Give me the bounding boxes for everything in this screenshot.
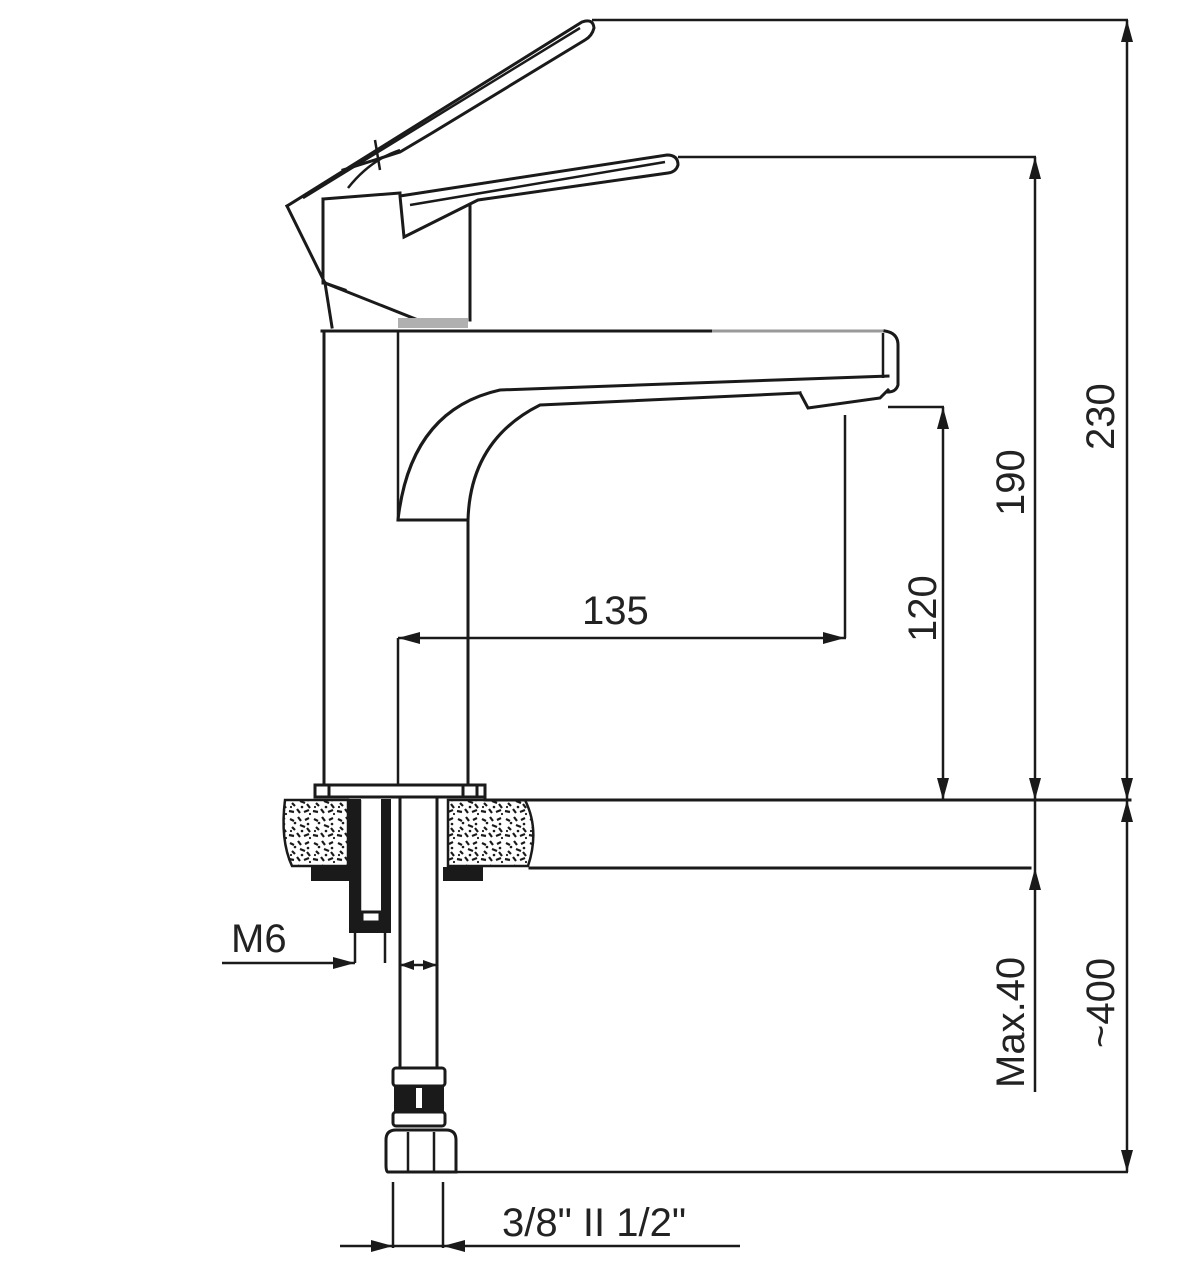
dim-label-hose-length: ~400 [1079, 958, 1123, 1048]
dim-stud-thread: M6 [222, 917, 437, 970]
dim-label-hose-connection: 3/8" II 1/2" [502, 1201, 686, 1245]
faucet-body [320, 329, 885, 788]
lever-handle-normal [398, 153, 680, 240]
base-flange [313, 783, 487, 799]
spout [396, 329, 900, 522]
mounting-stud [349, 799, 391, 963]
dim-spout-outlet-height: 120 [888, 405, 949, 800]
countertop-section [282, 798, 1132, 881]
dim-label-max-deck-thickness: Max.40 [989, 957, 1033, 1088]
dim-label-spout-top-height: 190 [989, 449, 1033, 516]
dim-hose-length: ~400 [456, 800, 1133, 1174]
dim-spout-reach: 135 [396, 415, 847, 786]
handle-body [284, 191, 472, 329]
dim-spout-top-height: 190 [678, 155, 1041, 800]
dim-label-stud-thread: M6 [231, 917, 287, 961]
lever-handle-raised [284, 19, 596, 209]
supply-hose [384, 798, 458, 1248]
dim-max-deck-thickness: Max.40 [989, 800, 1041, 1092]
dim-total-height: 230 [592, 18, 1133, 800]
dim-label-spout-reach: 135 [582, 589, 649, 633]
dim-hose-connection: 3/8" II 1/2" [340, 1201, 740, 1252]
dim-label-spout-outlet-height: 120 [901, 575, 945, 642]
dim-label-total-height: 230 [1079, 383, 1123, 450]
